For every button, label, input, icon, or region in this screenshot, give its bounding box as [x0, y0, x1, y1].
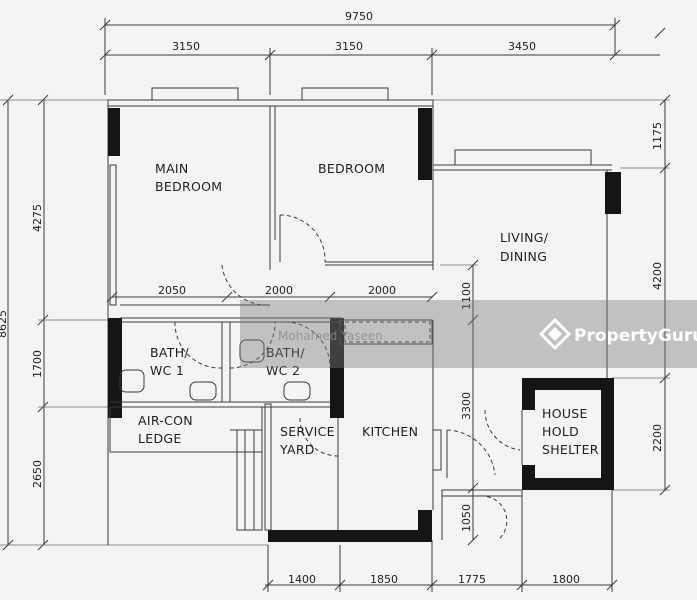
- dim-inner-h-1: 2050: [158, 284, 186, 297]
- room-labels: MAIN BEDROOM BEDROOM LIVING/ DINING BATH…: [138, 161, 599, 457]
- dim-top-seg-3: 3450: [508, 40, 536, 53]
- watermark-author: Mohamed Yaseen: [278, 329, 383, 343]
- watermark-band: [240, 300, 697, 368]
- dim-inner-v-3: 1050: [460, 504, 473, 532]
- dim-top-total: 9750: [345, 10, 373, 23]
- dim-inner-h-3: 2000: [368, 284, 396, 297]
- dimension-lines: [0, 18, 671, 592]
- household-shelter-label-3: SHELTER: [542, 442, 599, 457]
- service-yard-label-2: YARD: [279, 442, 315, 457]
- dim-bottom-seg-3: 1775: [458, 573, 486, 586]
- watermark: Mohamed Yaseen PropertyGuru: [240, 300, 697, 368]
- dim-right-seg-1: 1175: [651, 122, 664, 150]
- dim-inner-v-1: 1100: [460, 282, 473, 310]
- dim-bottom-seg-4: 1800: [552, 573, 580, 586]
- living-dining-label-1: LIVING/: [500, 230, 549, 245]
- bath-2-label-1: BATH/: [266, 345, 305, 360]
- living-dining-label-2: DINING: [500, 249, 547, 264]
- dim-inner-v-2: 3300: [460, 392, 473, 420]
- walls: [107, 87, 621, 545]
- bedroom-label: BEDROOM: [318, 161, 385, 176]
- kitchen-label: KITCHEN: [362, 424, 418, 439]
- main-bedroom-label-1: MAIN: [155, 161, 189, 176]
- dim-left-seg-1: 4275: [31, 204, 44, 232]
- dimension-labels: 9750 3150 3150 3450 8625 4275 1700 2650 …: [0, 10, 664, 586]
- dim-left-total: 8625: [0, 310, 9, 338]
- dim-right-seg-2: 4200: [651, 262, 664, 290]
- watermark-brand: PropertyGuru: [574, 326, 697, 346]
- aircon-ledge-label-1: AIR-CON: [138, 413, 193, 428]
- household-shelter-label-1: HOUSE: [542, 406, 588, 421]
- household-shelter-label-2: HOLD: [542, 424, 579, 439]
- dim-left-seg-2: 1700: [31, 350, 44, 378]
- bath-1-label-1: BATH/: [150, 345, 189, 360]
- dim-right-seg-3: 2200: [651, 424, 664, 452]
- main-bedroom-label-2: BEDROOM: [155, 179, 222, 194]
- bath-1-label-2: WC 1: [150, 363, 184, 378]
- dim-top-seg-1: 3150: [172, 40, 200, 53]
- aircon-ledge-label-2: LEDGE: [138, 431, 182, 446]
- dim-bottom-seg-1: 1400: [288, 573, 316, 586]
- dim-bottom-seg-2: 1850: [370, 573, 398, 586]
- service-yard-label-1: SERVICE: [280, 424, 335, 439]
- propertyguru-logo-icon: [538, 317, 572, 351]
- bath-2-label-2: WC 2: [266, 363, 300, 378]
- dim-left-seg-3: 2650: [31, 460, 44, 488]
- door-swings: [174, 214, 521, 541]
- dim-inner-h-2: 2000: [265, 284, 293, 297]
- dim-top-seg-2: 3150: [335, 40, 363, 53]
